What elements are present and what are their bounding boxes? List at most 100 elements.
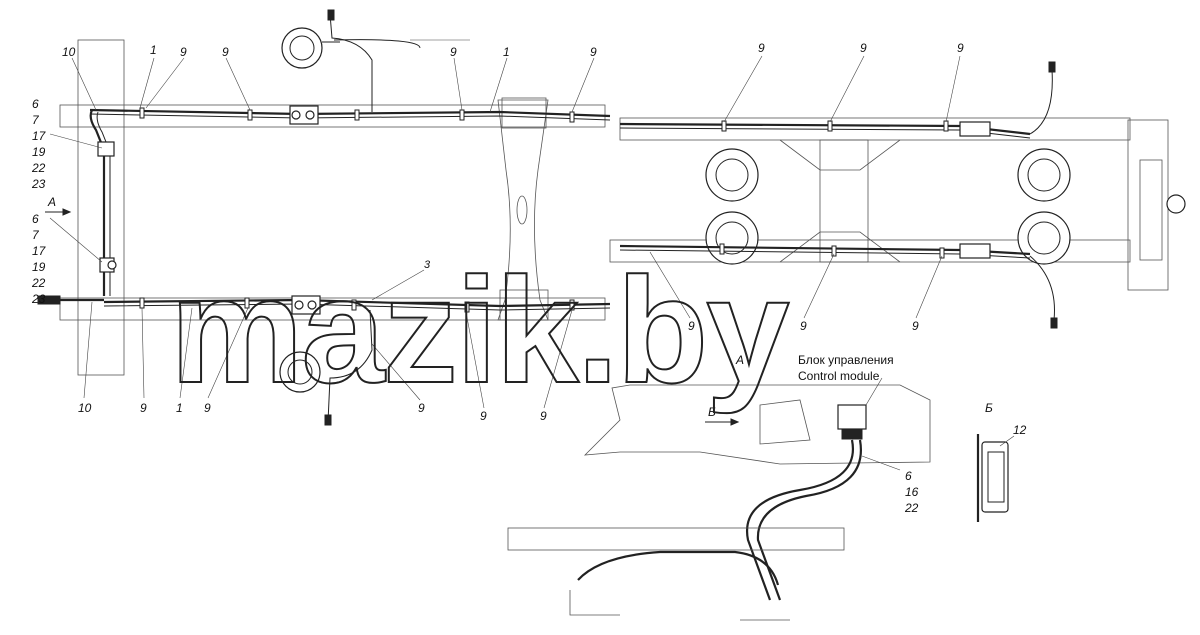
left-chassis-view [37, 9, 611, 426]
module-item-labels: 6 16 22 [904, 469, 919, 515]
label-19-lower: 19 [32, 260, 46, 274]
watermark: mazik.by [170, 246, 789, 414]
top-harness [89, 108, 611, 118]
item-12-inner [987, 451, 1005, 503]
bottom-modulator-valve [291, 295, 321, 315]
top-brake-chamber [281, 27, 340, 69]
label-22-upper: 22 [31, 161, 46, 175]
control-module-box [837, 404, 867, 430]
label-6-module: 6 [905, 469, 912, 483]
detail-a [507, 377, 931, 621]
bottom-sensor-cable [327, 309, 373, 423]
label-9-top-b: 9 [222, 45, 229, 59]
tow-hitch [1166, 194, 1186, 214]
bottom-harness-2 [103, 303, 611, 311]
section-b: Б 12 [976, 401, 1027, 522]
detail-lower-brackets [569, 590, 790, 621]
right-top-sensor [1048, 61, 1056, 73]
bottom-brake-chamber [279, 351, 321, 393]
label-9-right-a: 9 [758, 41, 765, 55]
label-10-top: 10 [62, 45, 76, 59]
bottom-harness [103, 298, 611, 308]
top-harness-2 [89, 113, 611, 121]
detail-a-frame [583, 384, 931, 465]
label-9-right-c: 9 [957, 41, 964, 55]
detail-lower-bar [507, 527, 845, 551]
top-sensor-lead [333, 39, 421, 49]
view-a-label: А [47, 195, 56, 209]
label-16-module: 16 [905, 485, 919, 499]
label-9-right-b: 9 [860, 41, 867, 55]
label-22-module: 22 [904, 501, 919, 515]
left-side-upper-labels: 6 7 17 19 22 23 [31, 97, 103, 191]
detail-a-cutout [759, 399, 811, 445]
label-9-right-e: 9 [800, 319, 807, 333]
top-harness-clamps [139, 107, 575, 123]
left-vertical-harness-2 [96, 111, 111, 296]
detail-harness-b [756, 439, 862, 601]
label-19-upper: 19 [32, 145, 46, 159]
arrow-b-label: Б [708, 405, 716, 419]
detail-lower-harness [577, 550, 780, 586]
detail-a-title: А [735, 353, 744, 367]
label-7-lower: 7 [32, 228, 40, 242]
label-17-lower: 17 [32, 244, 47, 258]
label-9-bottom-b: 9 [204, 401, 211, 415]
label-3: 3 [424, 259, 431, 271]
control-module-ru: Блок управления [798, 353, 894, 367]
module-items-leader [861, 455, 901, 471]
left-cross-member [77, 39, 125, 376]
top-sensor [327, 9, 335, 21]
left-side-lower-labels: 6 7 17 19 22 23 [31, 212, 103, 306]
label-9-bottom-d: 9 [480, 409, 487, 423]
right-top-labels: 9 9 9 [723, 41, 964, 123]
arrow-b-head [730, 418, 740, 426]
right-bottom-modulator [959, 243, 991, 259]
label-9-bottom-c: 9 [418, 401, 425, 415]
right-cross-lower [779, 231, 901, 263]
section-b-title: Б [985, 401, 993, 415]
label-1-top: 1 [150, 43, 157, 57]
arrow-a-head [62, 208, 72, 216]
label-1-bottom: 1 [176, 401, 183, 415]
left-top-labels: 10 1 9 9 9 1 9 [62, 43, 597, 113]
label-9-top-d: 9 [590, 45, 597, 59]
label-3-leader [371, 269, 425, 301]
label-23-lower: 23 [31, 292, 46, 306]
label-9-bottom-e: 9 [540, 409, 547, 423]
label-12: 12 [1013, 423, 1027, 437]
right-bottom-sensor-cable [1029, 255, 1055, 321]
lower-clamp-bolt [107, 260, 117, 270]
bottom-sensor [324, 414, 332, 426]
right-bottom-sensor [1050, 317, 1058, 329]
right-center-beam [819, 139, 869, 263]
detail-harness-a [745, 439, 855, 601]
control-module-leader [865, 377, 883, 406]
right-cross-upper [779, 139, 901, 171]
left-connector [37, 295, 104, 305]
bottom-side-rail [59, 297, 606, 321]
left-bottom-labels: 10 9 1 9 9 9 9 [78, 301, 573, 423]
right-top-rail [619, 117, 1131, 141]
right-bottom-clamps [719, 243, 945, 259]
center-hole [516, 195, 528, 225]
label-10-bottom: 10 [78, 401, 92, 415]
label-9-right-f: 9 [912, 319, 919, 333]
right-top-sensor-cable [1029, 69, 1053, 135]
left-vertical-harness [89, 109, 106, 296]
right-end-bracket [1139, 159, 1163, 261]
top-modulator-valve [289, 105, 319, 125]
label-22-lower: 22 [31, 276, 46, 290]
label-17-upper: 17 [32, 129, 47, 143]
top-sensor-cable [329, 13, 373, 112]
control-module-connector [841, 428, 863, 440]
right-top-modulator [959, 121, 991, 137]
label-12-leader [999, 435, 1015, 447]
label-9-top-c: 9 [450, 45, 457, 59]
label-7-upper: 7 [32, 113, 40, 127]
label-9-right-d: 9 [688, 319, 695, 333]
label-9-top-a: 9 [180, 45, 187, 59]
bottom-harness-clamps [139, 297, 575, 313]
